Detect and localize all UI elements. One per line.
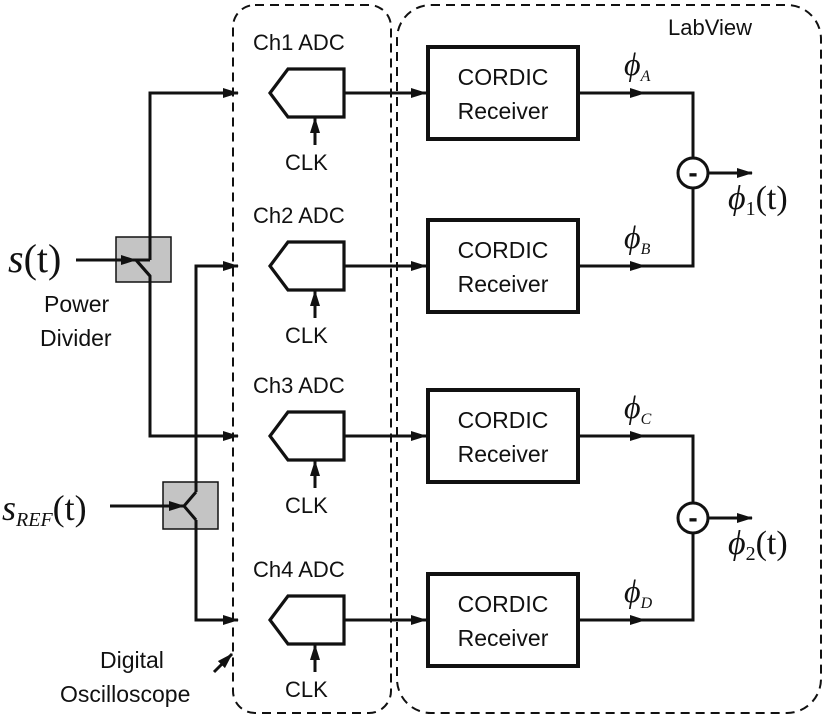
phase-label-b: ϕB (624, 219, 651, 258)
ch4-adc-label: Ch4 ADC (253, 557, 345, 582)
ch2-receiver-label-line2: Receiver (458, 271, 549, 297)
labview-region (396, 4, 822, 714)
ch1-adc (268, 67, 346, 119)
power-divider-split (134, 91, 236, 277)
ch3-receiver-label-line2: Receiver (458, 441, 549, 467)
phase-label-c: ϕC (624, 389, 652, 428)
labview-label: LabView (668, 15, 752, 40)
ch1-receiver-label-line1: CORDIC (458, 64, 549, 90)
subtractor-2-symbol: - (688, 502, 697, 533)
ch2-cordic-receiver (426, 218, 580, 314)
ch2-adc-label: Ch2 ADC (253, 203, 345, 228)
subtractor-1-symbol: - (688, 157, 697, 188)
ch1-receiver-label-line2: Receiver (458, 98, 549, 124)
oscilloscope-pointer (212, 652, 234, 674)
ch4-adc (268, 594, 346, 646)
power-divider-label-line1: Power (44, 291, 110, 317)
digital-oscilloscope-region (232, 4, 392, 714)
ch1-cordic-receiver (426, 45, 580, 141)
ch4-clk-label: CLK (285, 677, 328, 702)
ch4-receiver-label-line2: Receiver (458, 625, 549, 651)
ch1-adc-label: Ch1 ADC (253, 30, 345, 55)
power-divider-branch-ch3 (134, 259, 238, 438)
phase-label-a: ϕA (624, 46, 651, 85)
ch2-adc (268, 240, 346, 292)
ch2-receiver-label-line1: CORDIC (458, 237, 549, 263)
reference-input-label: sREF(t) (2, 488, 87, 531)
ch3-cordic-receiver (426, 388, 580, 484)
ch4-receiver-label-line1: CORDIC (458, 591, 549, 617)
ch1-clk-label: CLK (285, 150, 328, 175)
ch3-receiver-label-line1: CORDIC (458, 407, 549, 433)
ch4-cordic-receiver (426, 572, 580, 668)
oscilloscope-label-line2: Oscilloscope (60, 681, 190, 707)
ch3-clk-label: CLK (285, 493, 328, 518)
phase-label-d: ϕD (624, 573, 653, 612)
phase-output-1: ϕ1(t) (728, 180, 788, 220)
subtractor-2-inputs (645, 434, 695, 622)
ch3-adc (268, 410, 346, 462)
oscilloscope-label-line1: Digital (100, 647, 164, 673)
subtractor-1-inputs (645, 91, 695, 268)
phase-output-2: ϕ2(t) (728, 525, 788, 565)
reference-divider-split (182, 264, 236, 622)
power-divider-label-line2: Divider (40, 325, 112, 351)
ch2-clk-label: CLK (285, 323, 328, 348)
signal-input-label: s(t) (8, 236, 61, 281)
ch3-adc-label: Ch3 ADC (253, 373, 345, 398)
